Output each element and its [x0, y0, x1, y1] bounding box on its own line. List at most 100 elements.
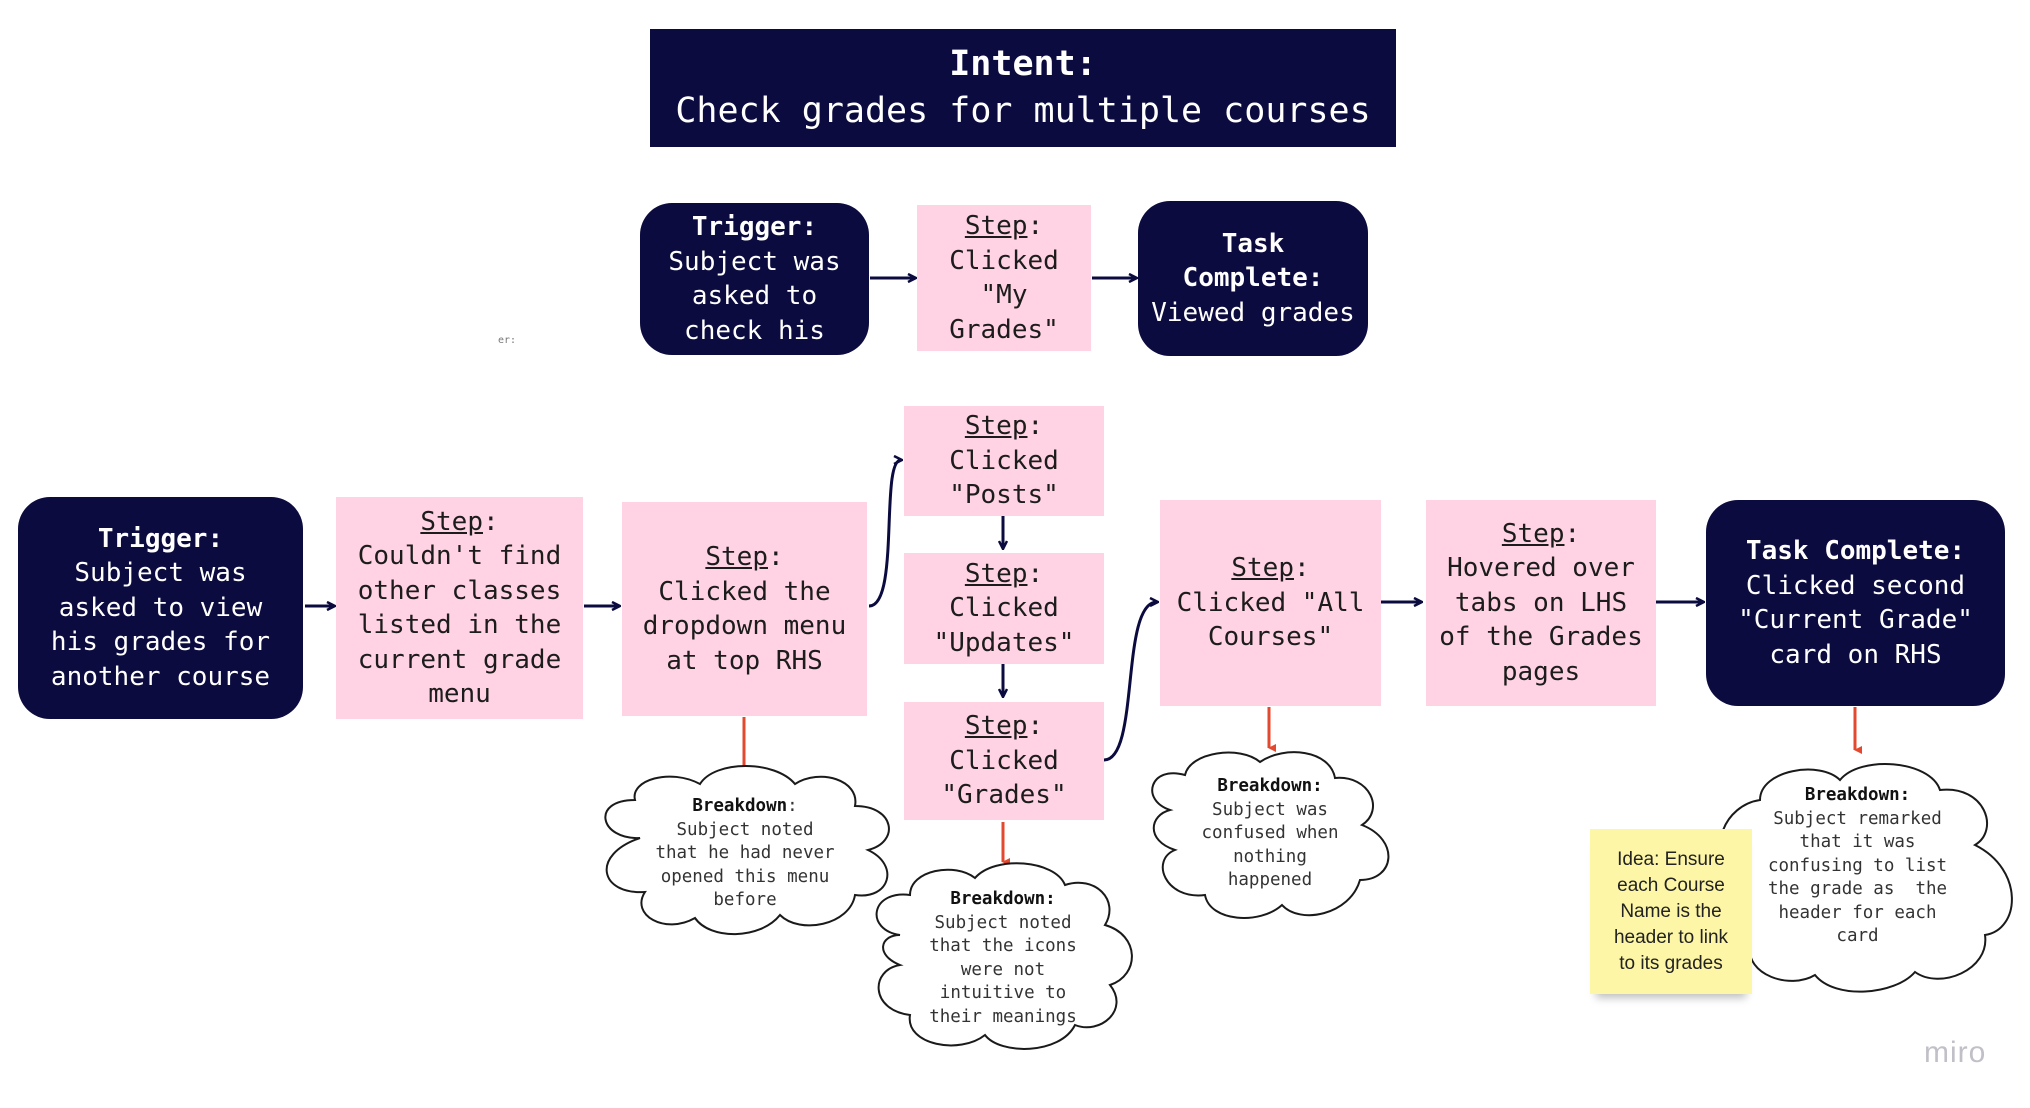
step-line: pages	[1501, 656, 1581, 687]
breakdown-line: header for each	[1778, 902, 1937, 923]
flow2-trigger-line: his grades for	[50, 627, 271, 658]
sticky-line: header to link	[1613, 926, 1729, 948]
flow1-complete-label: Task	[1221, 228, 1285, 259]
step-line: dropdown menu	[642, 611, 847, 641]
flow2-trigger-line: asked to view	[58, 592, 263, 623]
step-line: Clicked	[949, 445, 1059, 476]
flow1-step-line: Grades"	[949, 314, 1059, 345]
step-label: Step	[964, 558, 1028, 589]
flow1-complete-label: Complete:	[1182, 263, 1324, 294]
step-label: Step	[964, 411, 1028, 442]
step-line: Couldn't find	[357, 541, 562, 571]
breakdown-grades-text: Breakdown: Subject noted that the icons …	[903, 888, 1103, 1029]
flow2-step-posts-node: Step: Clicked "Posts"	[904, 406, 1104, 516]
step-line: Courses"	[1207, 622, 1334, 653]
flow1-trigger-line: check his	[684, 315, 825, 346]
flow2-complete-node: Task Complete: Clicked second "Current G…	[1706, 500, 2005, 706]
breakdown-line: opened this menu	[660, 866, 830, 887]
breakdown-line: nothing	[1233, 846, 1307, 867]
breakdown-line: before	[713, 890, 777, 910]
flow2-step-grades-node: Step: Clicked "Grades"	[904, 702, 1104, 820]
flow2-complete-line: Clicked second	[1745, 570, 1966, 601]
miro-logo: miro	[1924, 1036, 1987, 1069]
step-line: Clicked the	[658, 576, 831, 607]
flow2-complete-line: card on RHS	[1769, 639, 1942, 670]
flow1-step-label: Step	[964, 211, 1028, 241]
intent-text: Check grades for multiple courses	[675, 91, 1371, 131]
step-line: other classes	[357, 575, 562, 606]
breakdown-line: intuitive to	[939, 983, 1067, 1003]
flow1-step-line: "My	[980, 280, 1028, 310]
flow2-trigger-line: Subject was	[74, 558, 247, 589]
step-line: of the Grades	[1439, 622, 1643, 653]
flow2-trigger-node: Trigger: Subject was asked to view his g…	[18, 497, 303, 719]
breakdown-line: that he had never	[655, 843, 835, 863]
flow2-trigger-label: Trigger:	[97, 523, 224, 554]
flow2-step-dropdown-node: Step: Clicked the dropdown menu at top R…	[622, 502, 867, 716]
breakdown-label: Breakdown:	[950, 889, 1056, 909]
step-line: Clicked	[949, 593, 1059, 624]
breakdown-all-courses-text: Breakdown: Subject was confused when not…	[1170, 775, 1370, 893]
step-line: menu	[428, 679, 491, 709]
sticky-line: Idea: Ensure	[1617, 848, 1725, 870]
step-line: current grade	[357, 644, 562, 675]
flow2-step-updates-node: Step: Clicked "Updates"	[904, 553, 1104, 664]
flow2-step-hovered-node: Step: Hovered over tabs on LHS of the Gr…	[1426, 500, 1656, 706]
breakdown-dropdown-text: Breakdown: Subject noted that he had nev…	[640, 795, 850, 913]
flow2-step-all-courses-node: Step: Clicked "All Courses"	[1160, 500, 1381, 706]
sticky-note[interactable]: Idea: Ensure each Course Name is the hea…	[1590, 829, 1752, 994]
step-line: "Grades"	[941, 780, 1067, 811]
flow1-trigger-line: asked to	[691, 281, 818, 311]
breakdown-line: the grade as the	[1767, 879, 1948, 899]
breakdown-line: Subject remarked	[1773, 808, 1942, 829]
step-line: at top RHS	[666, 645, 823, 676]
step-line: "Updates"	[933, 627, 1075, 658]
sticky-line: to its grades	[1619, 952, 1723, 974]
breakdown-line: that it was	[1799, 832, 1916, 852]
breakdown-line: were not	[960, 959, 1046, 980]
breakdown-label: Breakdown:	[1804, 785, 1911, 805]
intent-box: Intent: Check grades for multiple course…	[650, 29, 1396, 147]
flow2-complete-line: "Current Grade"	[1738, 605, 1973, 635]
step-label: Step	[420, 506, 483, 537]
breakdown-complete-text: Breakdown: Subject remarked that it was …	[1750, 784, 1965, 949]
cloud-breakdown-allcourses	[1151, 751, 1390, 919]
breakdown-line: Subject was	[1212, 799, 1328, 820]
intent-label: Intent:	[949, 44, 1097, 84]
flow1-trigger-line: Subject was	[668, 246, 841, 277]
sticky-line: each Course	[1617, 874, 1725, 896]
breakdown-label: Breakdown:	[1217, 776, 1323, 796]
breakdown-line: that the icons	[929, 936, 1077, 956]
stray-glyph: er:	[498, 335, 517, 346]
cloud-breakdown-grades	[875, 862, 1133, 1050]
breakdown-line: card	[1836, 926, 1879, 946]
breakdown-line: happened	[1227, 870, 1313, 890]
breakdown-label: Breakdown	[692, 796, 788, 816]
flow2-step-not-found-node: Step: Couldn't find other classes listed…	[336, 497, 583, 719]
breakdown-line: confusing to list	[1767, 855, 1948, 876]
breakdown-line: Subject noted	[934, 912, 1072, 933]
flow2-trigger-line: another course	[50, 661, 271, 692]
step-label: Step	[1501, 518, 1565, 549]
cloud-breakdown-dropdown	[604, 765, 890, 936]
step-line: Hovered over	[1447, 553, 1635, 584]
step-label: Step	[964, 711, 1028, 742]
breakdown-line: their meanings	[929, 1006, 1077, 1027]
flow1-complete-node: Task Complete: Viewed grades	[1138, 201, 1368, 356]
step-line: Clicked	[949, 745, 1059, 776]
breakdown-line: confused when	[1201, 823, 1339, 843]
flow1-trigger-node: Trigger: Subject was asked to check his	[640, 203, 869, 355]
step-line: Clicked "All	[1176, 587, 1365, 618]
connector-dropdown-posts	[868, 460, 901, 608]
step-line: listed in the	[357, 610, 562, 640]
step-line: tabs on LHS	[1454, 587, 1628, 618]
flow1-step-line: Clicked	[949, 245, 1059, 276]
flow1-trigger-label: Trigger:	[691, 212, 818, 242]
step-line: "Posts"	[949, 480, 1059, 511]
step-label: Step	[1231, 553, 1294, 584]
breakdown-line: Subject noted	[676, 819, 814, 840]
flow2-complete-label: Task Complete:	[1745, 536, 1966, 566]
flow1-complete-text: Viewed grades	[1151, 297, 1355, 328]
flow1-step-node: Step: Clicked "My Grades"	[917, 205, 1091, 351]
step-label: Step	[705, 542, 768, 572]
